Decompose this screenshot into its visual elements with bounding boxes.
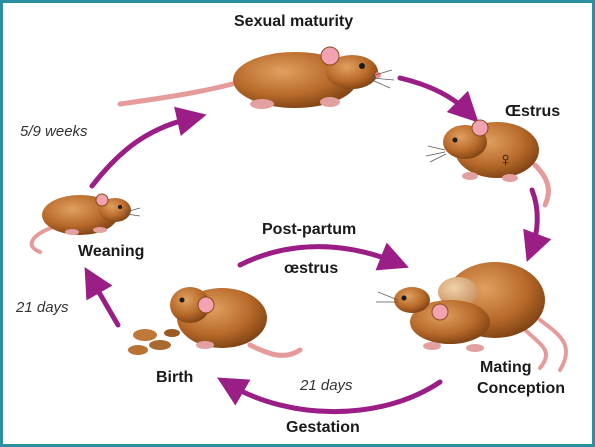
stage-sexual-maturity: Sexual maturity: [234, 14, 353, 30]
arrow-oestrus-to-mating: [532, 190, 537, 248]
arrow-birth-to-weaning: [92, 280, 118, 325]
duration-maturity: 5/9 weeks: [20, 124, 88, 139]
mating-rats-icon: [376, 262, 566, 370]
stage-post-partum-oestrus: œstrus: [284, 261, 338, 277]
stage-mating: Mating: [480, 360, 532, 376]
stage-conception: Conception: [477, 381, 565, 397]
female-symbol-icon: ♀: [498, 150, 513, 170]
newborn-pups-icon: [128, 329, 180, 355]
stage-post-partum: Post-partum: [262, 222, 356, 238]
female-rat-icon: [426, 120, 548, 205]
stage-gestation: Gestation: [286, 420, 360, 436]
stage-weaning: Weaning: [78, 244, 144, 260]
arrow-weaning-to-maturity: [92, 118, 192, 186]
stage-birth: Birth: [156, 370, 193, 386]
arrow-maturity-to-oestrus: [400, 78, 468, 112]
adult-rat-icon: [120, 47, 394, 109]
duration-weaning: 21 days: [16, 300, 69, 315]
duration-gestation: 21 days: [300, 378, 353, 393]
mother-rat-icon: [170, 287, 300, 355]
stage-oestrus: Œstrus: [505, 104, 560, 120]
